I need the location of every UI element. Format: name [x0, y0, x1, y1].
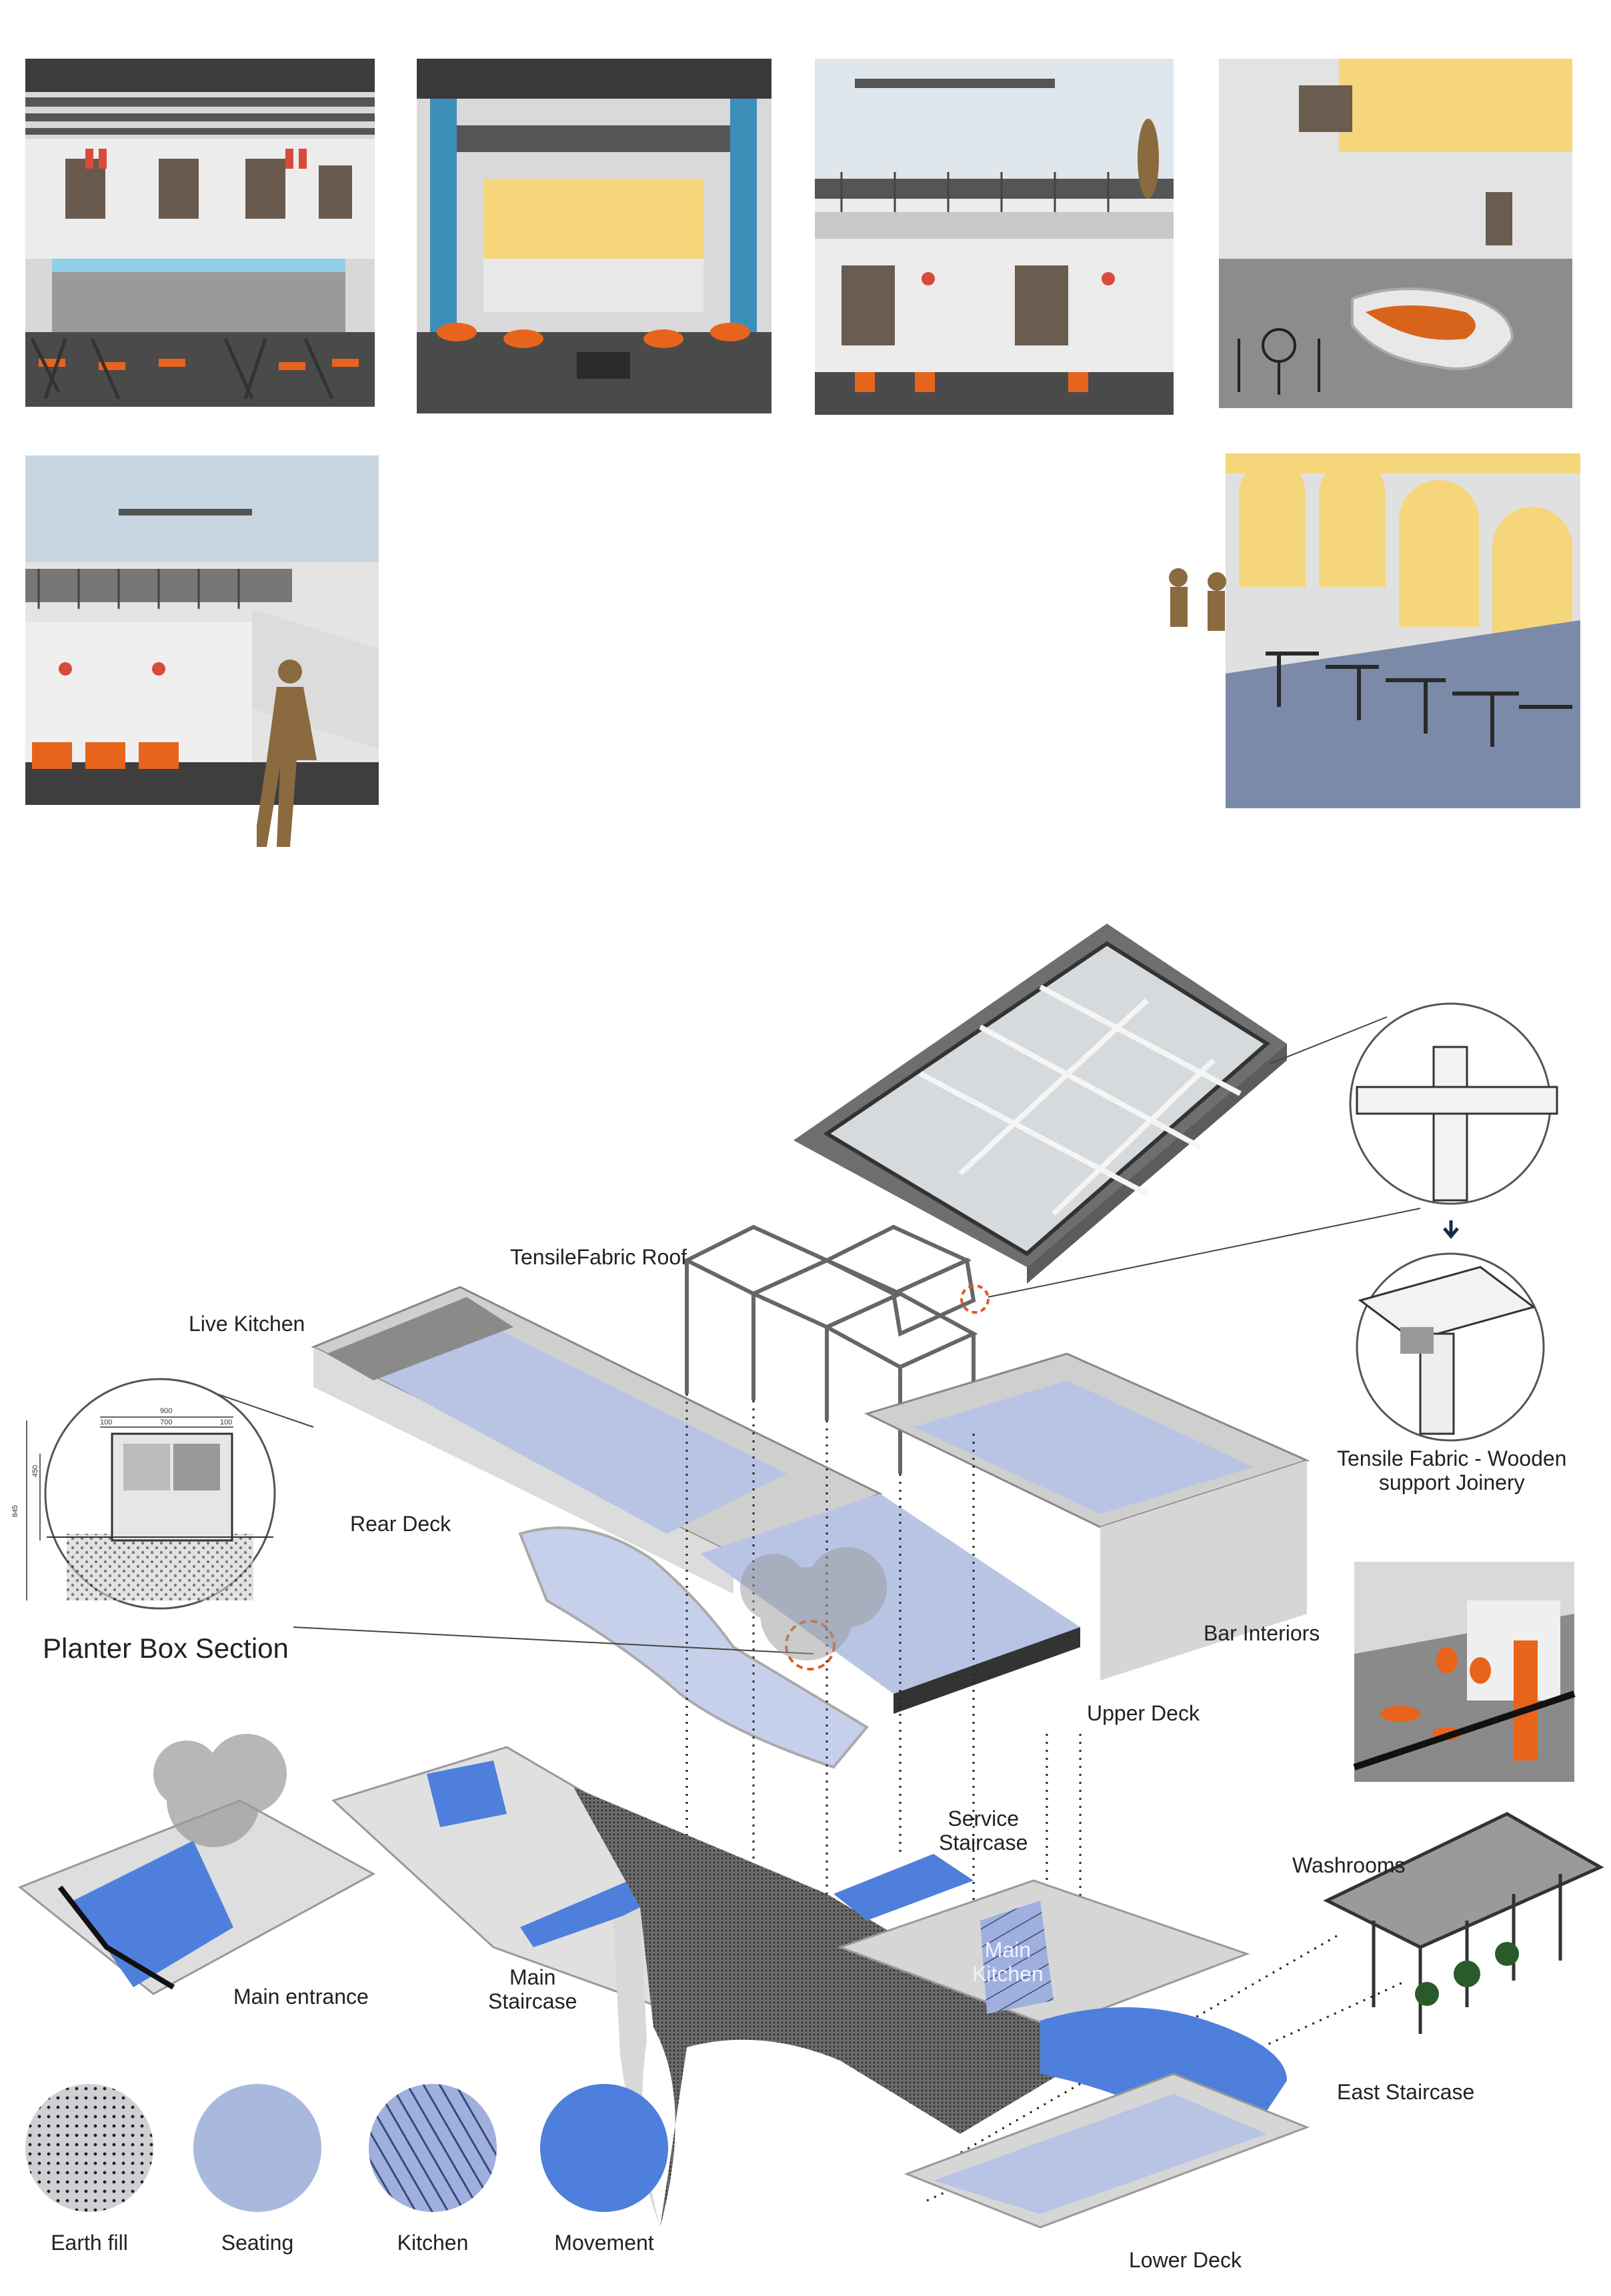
label-joinery-detail: Tensile Fabric - Wooden support Joinery [1337, 1446, 1567, 1494]
label-upper-deck: Upper Deck [1087, 1701, 1200, 1725]
legend-label-seating: Seating [221, 2231, 294, 2255]
staircase-deck-render [25, 455, 379, 805]
label-main-kitchen: Main Kitchen [972, 1938, 1044, 1986]
label-service-staircase: Service Staircase [939, 1807, 1028, 1855]
dim-width-total: 900 [160, 1407, 173, 1415]
label-planter-box-section: Planter Box Section [43, 1632, 289, 1664]
walking-figure [257, 660, 317, 847]
dim-edge-left: 100 [100, 1418, 113, 1426]
label-washrooms: Washrooms [1292, 1853, 1406, 1877]
dim-height-total: 845 [11, 1504, 20, 1518]
lower-level [18, 1746, 1310, 2229]
label-main-staircase: Main Staircase [488, 1965, 577, 2013]
dim-height-box: 450 [31, 1464, 40, 1478]
joinery-detail-bottom [1356, 1252, 1545, 1442]
washroom-render [1353, 1562, 1576, 1782]
label-main-entrance: Main entrance [233, 1985, 369, 2009]
legend-label-earth-fill: Earth fill [51, 2231, 128, 2255]
legend-swatch-seating [193, 2084, 321, 2212]
bar-interior-render [25, 59, 375, 407]
upper-deck-terrace-render [815, 59, 1174, 415]
pergola [1323, 1812, 1604, 2034]
planter-section-detail [26, 1378, 276, 1610]
label-bar-interiors: Bar Interiors [1204, 1621, 1320, 1645]
legend-label-movement: Movement [554, 2231, 654, 2255]
dim-edge-right: 100 [220, 1418, 233, 1426]
legend-swatch-earth-fill [25, 2084, 153, 2212]
legend-swatch-kitchen [369, 2084, 497, 2212]
label-live-kitchen: Live Kitchen [189, 1312, 305, 1336]
tensile-frame [682, 1224, 978, 1474]
legend-swatch-movement [540, 2084, 668, 2212]
label-tensile-fabric-roof: TensileFabric Roof [510, 1245, 687, 1269]
tree-icon [153, 1734, 287, 1847]
courtyard-planter-render [1219, 59, 1572, 408]
roof-slab [793, 924, 1287, 1284]
legend-label-kitchen: Kitchen [397, 2231, 469, 2255]
lounge-pavilion-render [417, 59, 771, 413]
dim-width-inner: 700 [160, 1418, 173, 1426]
label-rear-deck: Rear Deck [350, 1512, 451, 1536]
arrow-down-icon [1443, 1220, 1459, 1239]
upper-level [311, 1286, 1310, 1769]
arcade-seating-render [1226, 453, 1580, 808]
label-lower-deck: Lower Deck [1129, 2248, 1242, 2272]
joinery-detail-top [1349, 1002, 1558, 1205]
seated-figures [1169, 568, 1226, 631]
label-east-staircase: East Staircase [1337, 2080, 1475, 2104]
